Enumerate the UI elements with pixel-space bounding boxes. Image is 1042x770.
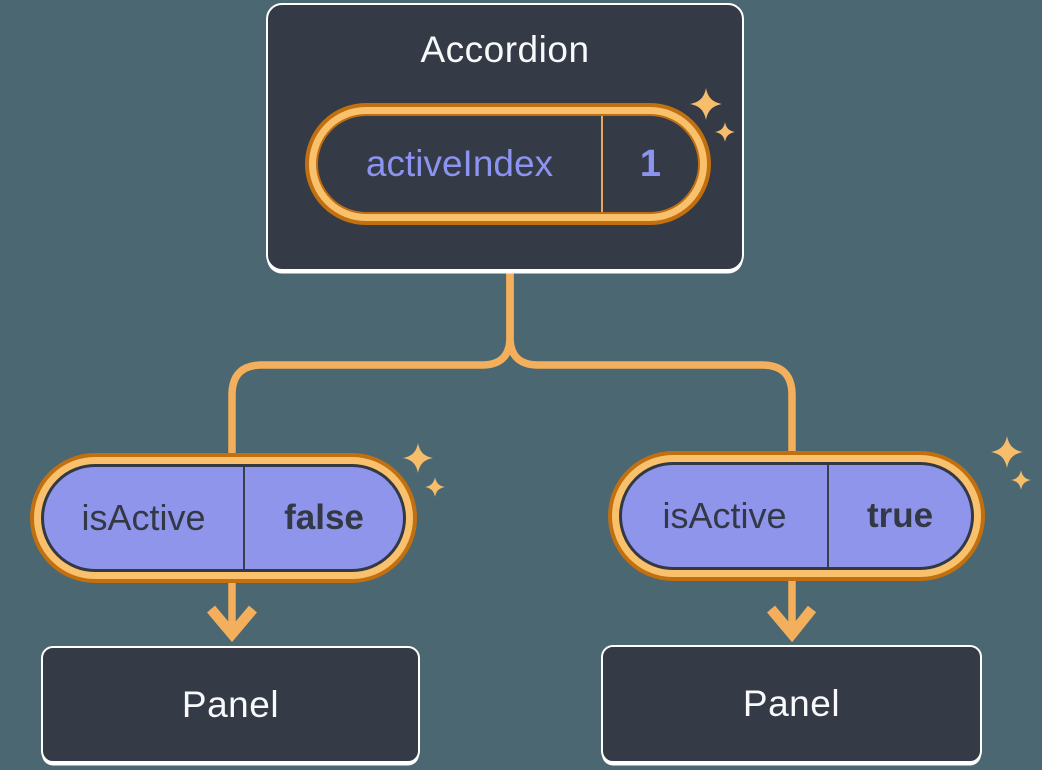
arrow-down-icon (206, 605, 258, 643)
left-panel-box: Panel (41, 646, 420, 763)
left-state-pill: isActive false (30, 453, 417, 583)
state-name-label: activeIndex (365, 143, 554, 184)
state-value-label: true (866, 496, 934, 535)
right-state-pill: isActive true (608, 451, 985, 581)
pill-divider (827, 465, 829, 567)
state-value-label: false (284, 498, 364, 537)
accordion-state-pill: activeIndex 1 (305, 103, 711, 225)
accordion-component-box: Accordion activeIndex 1 (266, 3, 744, 271)
state-name-label: isActive (662, 495, 787, 536)
right-panel-box: Panel (601, 645, 982, 763)
state-name-label: isActive (81, 497, 206, 538)
accordion-title: Accordion (420, 29, 590, 70)
state-value-label: 1 (639, 142, 662, 185)
pill-divider (601, 116, 603, 212)
arrow-down-icon (766, 605, 817, 643)
sparkle-icon (991, 436, 1031, 490)
